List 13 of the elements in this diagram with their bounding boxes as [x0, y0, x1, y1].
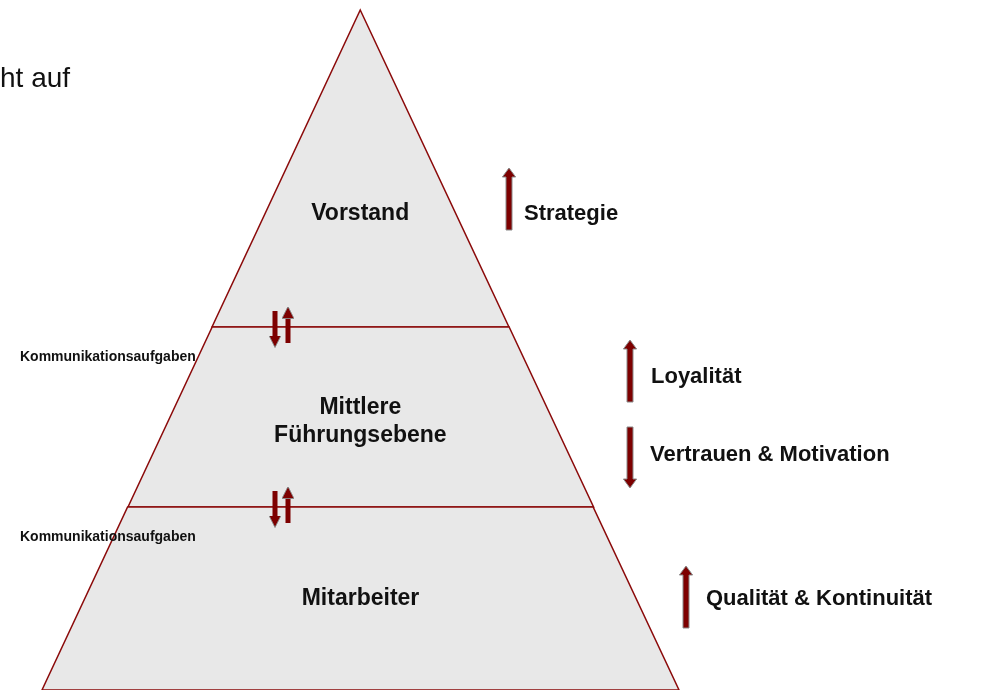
title-fragment: ht auf — [0, 62, 71, 94]
tier-label: Mitarbeiter — [300, 583, 421, 611]
tier-label: Mittlere Führungsebene — [273, 392, 448, 448]
effect-label: Strategie — [524, 200, 619, 226]
effect-label: Loyalität — [651, 363, 742, 389]
communication-arrow — [281, 486, 295, 523]
connector-label: Kommunikationsaufgaben — [20, 348, 196, 364]
communication-arrow — [268, 491, 282, 528]
effect-label: Qualität & Kontinuität — [706, 585, 933, 611]
communication-arrow — [268, 311, 282, 348]
communication-arrow — [281, 306, 295, 343]
effect-label: Vertrauen & Motivation — [650, 441, 890, 467]
tier-label: Vorstand — [310, 198, 411, 226]
